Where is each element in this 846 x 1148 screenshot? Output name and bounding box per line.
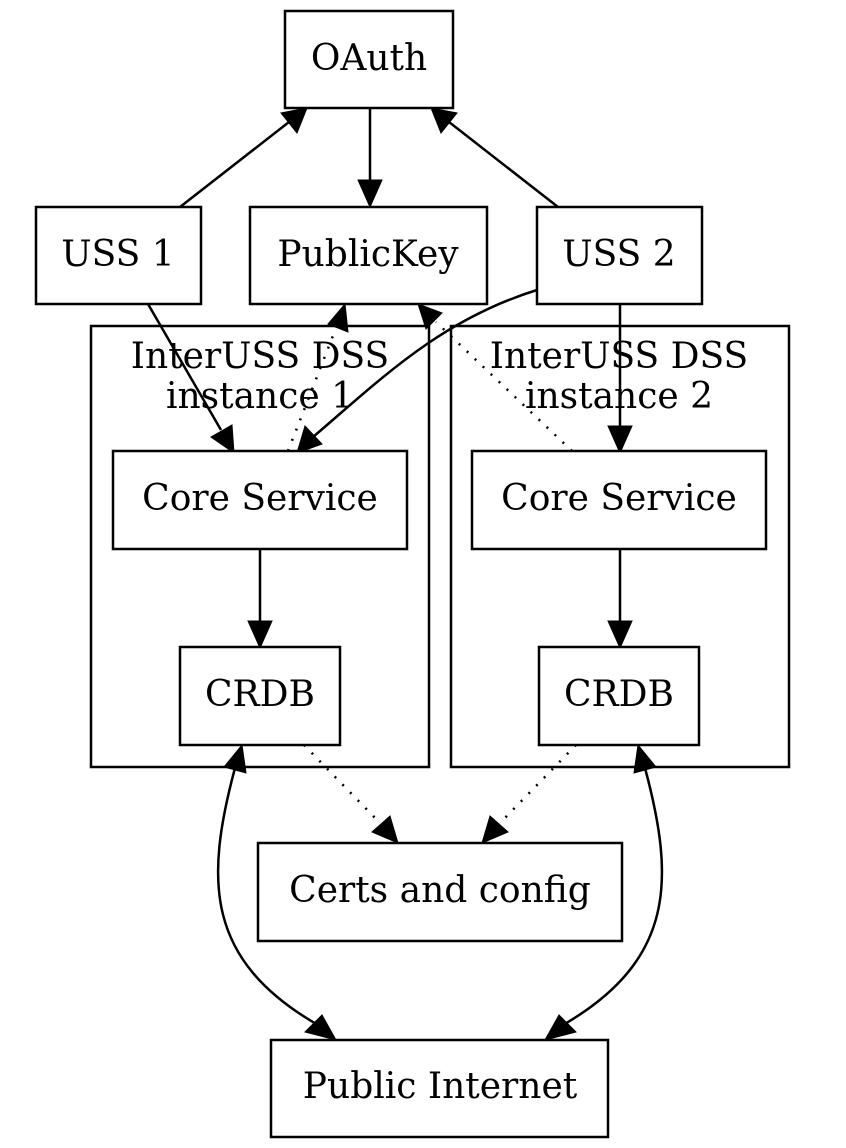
node-uss2-label: USS 2 [562, 234, 675, 275]
node-crdb-1: CRDB [178, 645, 342, 747]
edge-core1-publickey [286, 327, 338, 452]
node-public-internet: Public Internet [269, 1038, 610, 1139]
edge-crdb2-certs-arrowhead [481, 815, 509, 844]
edge-crdb1-internet [216, 767, 319, 1027]
edge-oauth-publickey-arrowhead [357, 179, 383, 209]
edge-core1-publickey-arrowhead [327, 302, 349, 333]
edge-crdb2-internet [562, 767, 664, 1027]
edge-uss2-core1 [312, 288, 538, 438]
node-crdb-2-label: CRDB [564, 674, 674, 715]
edge-uss2-oauth-arrowhead [430, 107, 458, 134]
edge-uss1-core1 [146, 303, 223, 431]
edge-crdb2-internet-arrowhead-top [633, 743, 657, 774]
cluster-dss-instance-1-title-line2: instance 1 [166, 376, 354, 417]
edge-core2-publickey-arrowhead [417, 303, 443, 330]
node-uss1: USS 1 [34, 205, 203, 306]
edge-uss2-core2-arrowhead [607, 425, 633, 455]
edge-uss1-core1-arrowhead [210, 424, 235, 455]
node-uss2: USS 2 [535, 205, 704, 306]
node-uss1-label: USS 1 [61, 234, 174, 275]
cluster-dss-instance-1-title-line1: InterUSS DSS [131, 336, 389, 377]
node-certs-and-config: Certs and config [256, 841, 624, 943]
edge-crdb2-certs [498, 744, 577, 825]
edge-crdb1-certs [303, 744, 382, 825]
edge-crdb1-internet-arrowhead-bottom [304, 1014, 338, 1041]
edge-uss1-oauth-arrowhead [280, 107, 308, 134]
node-certs-and-config-label: Certs and config [289, 870, 591, 911]
node-oauth: OAuth [283, 9, 455, 110]
edge-uss2-oauth [448, 121, 559, 208]
node-core-service-1-label: Core Service [142, 478, 378, 519]
cluster-dss-instance-1: InterUSS DSS instance 1 [89, 324, 431, 769]
edges [146, 107, 664, 1041]
edge-uss2-core1-arrowhead [296, 425, 323, 454]
node-core-service-2: Core Service [470, 449, 768, 551]
edge-crdb2-internet-arrowhead-bottom [543, 1014, 577, 1041]
node-crdb-2: CRDB [537, 645, 701, 747]
node-oauth-label: OAuth [311, 38, 427, 79]
edge-core2-crdb2-arrowhead [607, 620, 633, 650]
node-core-service-1: Core Service [111, 449, 409, 551]
node-crdb-1-label: CRDB [205, 674, 315, 715]
node-public-internet-label: Public Internet [303, 1066, 578, 1107]
edge-uss1-oauth [179, 121, 290, 208]
edge-crdb1-certs-arrowhead [371, 815, 399, 844]
edge-core1-crdb1-arrowhead [247, 620, 273, 650]
node-publickey: PublicKey [248, 205, 489, 306]
edge-crdb1-internet-arrowhead-top [223, 743, 247, 774]
node-publickey-label: PublicKey [277, 234, 459, 275]
node-core-service-2-label: Core Service [501, 478, 737, 519]
